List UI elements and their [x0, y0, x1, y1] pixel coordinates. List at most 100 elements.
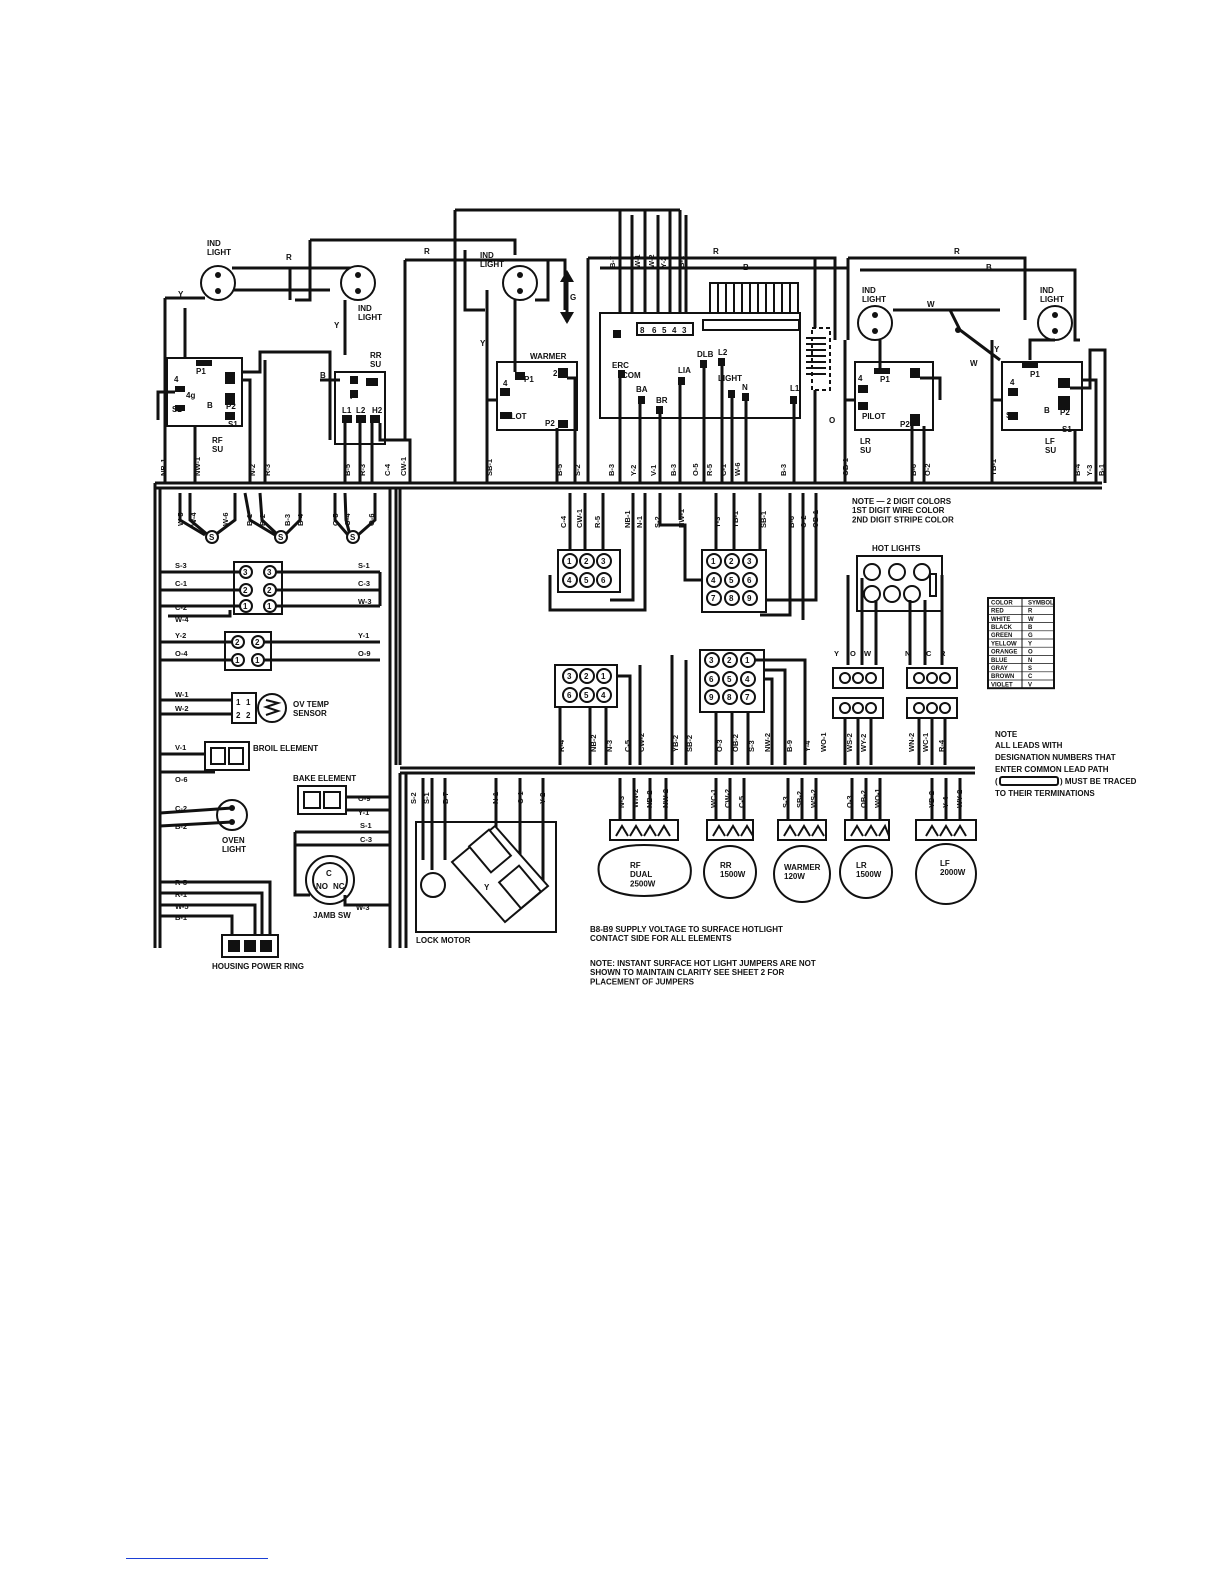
svg-text:R-3: R-3 — [358, 464, 367, 476]
svg-text:CW-1: CW-1 — [575, 509, 584, 528]
svg-text:ENTER COMMON LEAD PATH: ENTER COMMON LEAD PATH — [995, 765, 1109, 774]
svg-text:6: 6 — [567, 691, 572, 700]
color-table-symbol: C — [1028, 674, 1033, 680]
color-table-symbol: W — [1028, 617, 1034, 623]
svg-text:R-5: R-5 — [175, 878, 187, 887]
svg-text:W-3: W-3 — [358, 597, 372, 606]
svg-text:B-7: B-7 — [608, 256, 617, 268]
svg-text:1: 1 — [711, 557, 716, 566]
svg-text:WO-1: WO-1 — [873, 788, 882, 808]
svg-text:O-6: O-6 — [367, 513, 376, 526]
svg-text:W: W — [864, 649, 872, 658]
svg-text:5: 5 — [584, 576, 589, 585]
svg-text:P2: P2 — [900, 420, 910, 429]
svg-text:W-4: W-4 — [189, 512, 198, 526]
mid-connector-b: Y-3 YB-1 SB-1 B-6 O-2 OB-1 1 2 3 4 5 6 7… — [658, 493, 820, 620]
svg-text:NW-1: NW-1 — [193, 457, 202, 476]
svg-text:O-5: O-5 — [331, 513, 340, 526]
color-table-symbol: B — [1028, 625, 1033, 631]
svg-text:1: 1 — [236, 698, 241, 707]
svg-text:ERC: ERC — [612, 361, 629, 370]
svg-text:DLB: DLB — [697, 350, 714, 359]
svg-text:Y-4: Y-4 — [941, 796, 950, 808]
svg-text:S-2: S-2 — [653, 516, 662, 528]
svg-text:C-2: C-2 — [175, 603, 187, 612]
color-table-symbol: V — [1028, 682, 1032, 688]
color-table-symbol: Y — [1028, 641, 1032, 647]
svg-text:NO: NO — [316, 882, 328, 891]
svg-text:5: 5 — [727, 675, 732, 684]
main-harness-bus — [153, 481, 1102, 948]
svg-text:2: 2 — [912, 369, 917, 378]
svg-text:B-9: B-9 — [785, 740, 794, 752]
color-table-symbol: G — [1028, 633, 1033, 639]
svg-text:3: 3 — [243, 568, 248, 577]
svg-text:4: 4 — [745, 675, 750, 684]
svg-text:2: 2 — [584, 672, 589, 681]
svg-text:L2: L2 — [356, 406, 366, 415]
left-panel-splices: S S S W-5 W-4 W-6 B-1 B-2 B-3 B-4 O-5 O-… — [176, 492, 377, 544]
svg-text:SB-1: SB-1 — [759, 511, 768, 528]
svg-text:B-6: B-6 — [909, 464, 918, 476]
svg-text:2: 2 — [267, 586, 272, 595]
svg-text:B-3: B-3 — [607, 464, 616, 476]
svg-text:1: 1 — [567, 557, 572, 566]
svg-text:W-6: W-6 — [733, 462, 742, 476]
svg-text:BA: BA — [636, 385, 648, 394]
svg-text:B-1: B-1 — [175, 913, 187, 922]
svg-text:O-4: O-4 — [343, 513, 352, 526]
svg-text:1: 1 — [243, 602, 248, 611]
svg-text:Y: Y — [484, 883, 490, 892]
svg-text:N: N — [905, 649, 910, 658]
svg-text:WO-1: WO-1 — [819, 732, 828, 752]
svg-text:Y-1: Y-1 — [358, 631, 369, 640]
svg-text:2: 2 — [727, 656, 732, 665]
svg-text:YB-1: YB-1 — [989, 459, 998, 476]
svg-text:L1: L1 — [790, 384, 800, 393]
svg-text:COM: COM — [622, 371, 641, 380]
svg-text:S1: S1 — [1062, 425, 1072, 434]
svg-text:B: B — [743, 263, 749, 272]
svg-text:4: 4 — [174, 375, 179, 384]
svg-text:WN-2: WN-2 — [907, 733, 916, 752]
svg-text:SB-2: SB-2 — [685, 735, 694, 752]
svg-text:NB-2: NB-2 — [645, 790, 654, 808]
svg-text:W-1: W-1 — [633, 254, 642, 268]
svg-text:BR: BR — [656, 396, 668, 405]
svg-text:W: W — [970, 359, 978, 368]
svg-text:2: 2 — [729, 557, 734, 566]
svg-text:S-1: S-1 — [358, 561, 370, 570]
svg-text:B-7: B-7 — [441, 792, 450, 804]
svg-text:4: 4 — [711, 576, 716, 585]
svg-text:B: B — [320, 371, 326, 380]
svg-text:ALL LEADS WITH: ALL LEADS WITH — [995, 741, 1063, 750]
svg-text:1: 1 — [235, 656, 240, 665]
svg-text:B-1: B-1 — [245, 514, 254, 526]
jamb-switch: C NO NC S-1 C-3 W-3 JAMB SW — [293, 821, 390, 920]
note-jumpers-text: NOTE: INSTANT SURFACE HOT LIGHT JUMPERS … — [590, 959, 816, 986]
svg-text:Y-2: Y-2 — [629, 465, 638, 476]
svg-text:W-2: W-2 — [647, 254, 656, 268]
svg-text:2: 2 — [236, 711, 241, 720]
svg-text:CW-2: CW-2 — [637, 733, 646, 752]
svg-text:9: 9 — [709, 693, 714, 702]
svg-text:4: 4 — [672, 326, 677, 335]
svg-text:9: 9 — [747, 594, 752, 603]
right-w-wires: W W Y R B R B R R Y Y B Y O — [178, 247, 1001, 425]
color-table-color: WHITE — [991, 617, 1010, 623]
svg-text:1: 1 — [255, 656, 260, 665]
svg-text:C-2: C-2 — [175, 804, 187, 813]
svg-text:WS-2: WS-2 — [845, 733, 854, 752]
